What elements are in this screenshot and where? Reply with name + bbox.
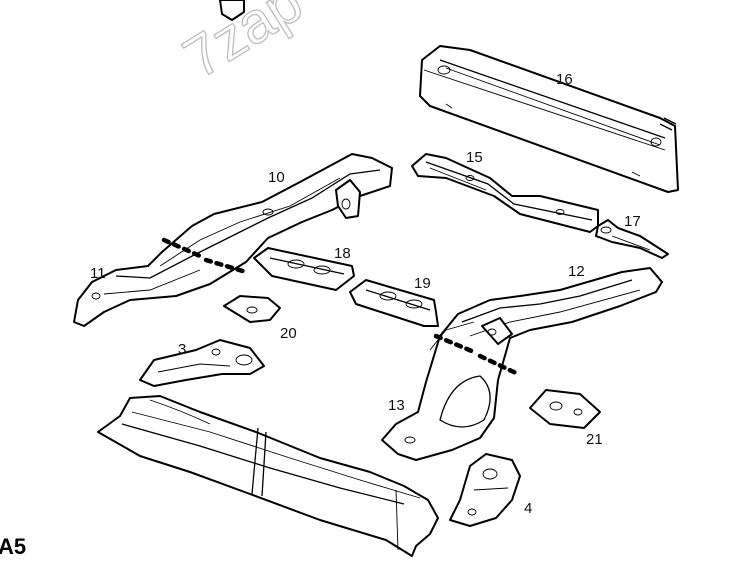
part-label-12: 12 [568, 263, 585, 280]
part-label-20: 20 [280, 325, 297, 342]
part-label-3: 3 [178, 341, 186, 358]
part-label-4: 4 [524, 500, 532, 517]
part-label-16: 16 [556, 71, 573, 88]
part-label-15: 15 [466, 149, 483, 166]
watermark: 7zap [172, 0, 313, 91]
part-20-plate[interactable] [223, 295, 281, 323]
part-21-plate[interactable] [529, 389, 601, 429]
part-12-13-right-rail[interactable] [381, 267, 663, 461]
front-crossmember[interactable] [97, 395, 439, 557]
part-label-10: 10 [268, 169, 285, 186]
top-bracket-fragment [219, 0, 245, 21]
part-17-bracket[interactable] [595, 219, 669, 259]
part-4-bracket[interactable] [449, 453, 521, 527]
part-label-17: 17 [624, 213, 641, 230]
part-label-21: 21 [586, 431, 603, 448]
part-15-crossmember[interactable] [411, 153, 599, 233]
part-label-11: 11 [90, 265, 106, 282]
part-18-reinforcement[interactable] [253, 247, 355, 291]
part-10-11-left-rail[interactable] [73, 153, 393, 327]
part-19-reinforcement[interactable] [349, 279, 439, 327]
part-label-19: 19 [414, 275, 431, 292]
figure-label: A5 [0, 534, 26, 559]
part-16-rear-panel[interactable] [419, 45, 679, 193]
part-3-bracket[interactable] [139, 339, 265, 387]
part-label-13: 13 [388, 397, 405, 414]
part-label-18: 18 [334, 245, 351, 262]
